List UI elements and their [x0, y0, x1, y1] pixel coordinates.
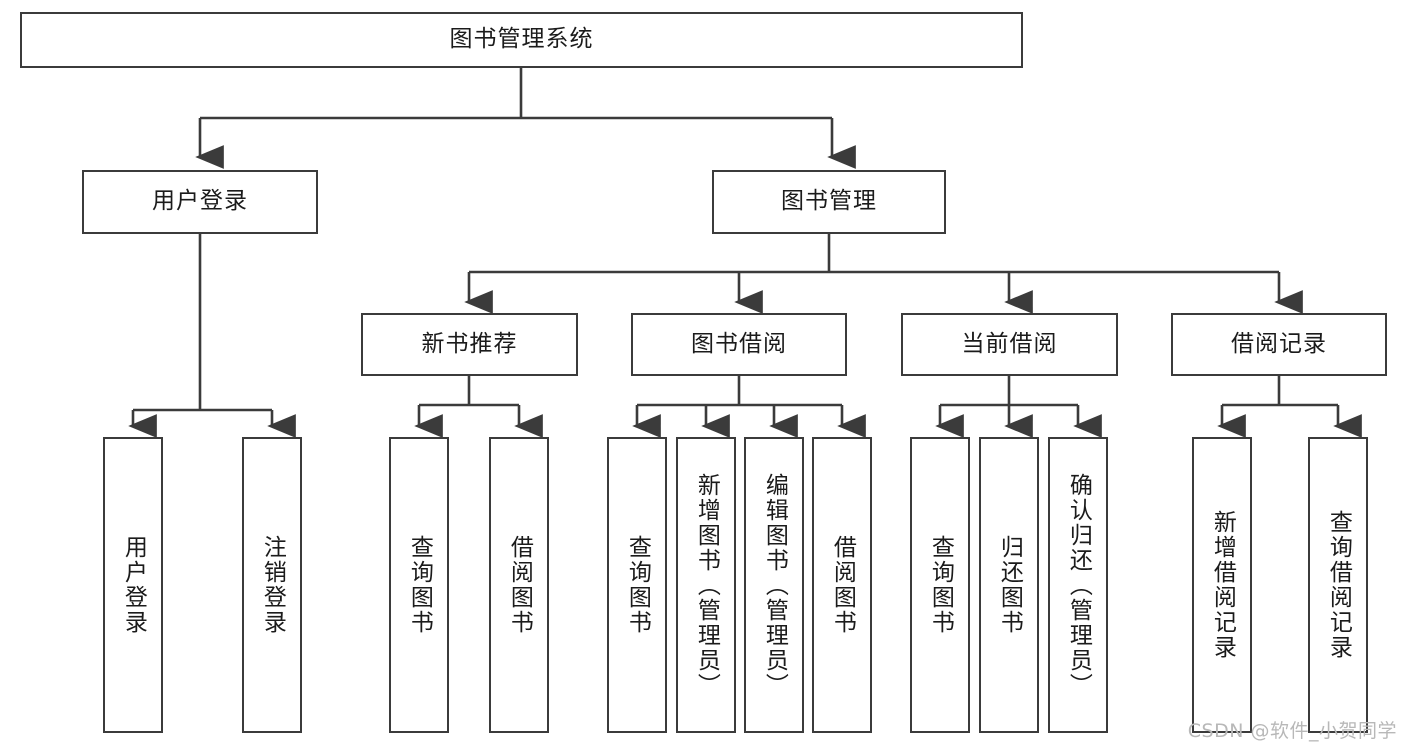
node-label: 查询借阅记录 — [1325, 510, 1352, 660]
leaf-book-borrow-edit-admin[interactable]: 编辑图书（管理员） — [744, 437, 804, 733]
node-root-book-management-system[interactable]: 图书管理系统 — [20, 12, 1023, 68]
node-label: 编辑图书（管理员） — [761, 472, 788, 698]
leaf-borrow-record-query[interactable]: 查询借阅记录 — [1308, 437, 1368, 733]
leaf-new-book-borrow[interactable]: 借阅图书 — [489, 437, 549, 733]
leaf-user-login-logout[interactable]: 注销登录 — [242, 437, 302, 733]
node-label: 归还图书 — [996, 535, 1023, 635]
leaf-current-borrow-confirm-return-admin[interactable]: 确认归还（管理员） — [1048, 437, 1108, 733]
node-new-book-recommend[interactable]: 新书推荐 — [361, 313, 578, 376]
watermark-text: CSDN @软件_小贺同学 — [1187, 720, 1397, 742]
node-label: 新增借阅记录 — [1209, 510, 1236, 660]
node-current-borrow[interactable]: 当前借阅 — [901, 313, 1118, 376]
leaf-current-borrow-query[interactable]: 查询图书 — [910, 437, 970, 733]
node-label: 借阅记录 — [1231, 330, 1327, 357]
node-label: 新书推荐 — [421, 330, 518, 357]
leaf-borrow-record-add[interactable]: 新增借阅记录 — [1192, 437, 1252, 733]
node-label: 借阅图书 — [506, 535, 533, 635]
leaf-book-borrow-add-admin[interactable]: 新增图书（管理员） — [676, 437, 736, 733]
node-label: 当前借阅 — [961, 330, 1058, 357]
leaf-book-borrow-query[interactable]: 查询图书 — [607, 437, 667, 733]
node-label: 借阅图书 — [829, 535, 856, 635]
leaf-user-login-login[interactable]: 用户登录 — [103, 437, 163, 733]
node-label: 确认归还（管理员） — [1065, 472, 1092, 698]
node-user-login[interactable]: 用户登录 — [82, 170, 318, 234]
leaf-book-borrow-borrow[interactable]: 借阅图书 — [812, 437, 872, 733]
node-borrow-record[interactable]: 借阅记录 — [1171, 313, 1387, 376]
leaf-current-borrow-return[interactable]: 归还图书 — [979, 437, 1039, 733]
node-label: 用户登录 — [152, 188, 248, 215]
node-label: 图书借阅 — [691, 330, 787, 357]
node-label: 图书管理系统 — [449, 26, 594, 53]
node-label: 用户登录 — [120, 535, 147, 635]
node-label: 查询图书 — [927, 535, 954, 635]
node-label: 注销登录 — [259, 535, 286, 635]
node-book-management[interactable]: 图书管理 — [712, 170, 946, 234]
node-book-borrow[interactable]: 图书借阅 — [631, 313, 847, 376]
node-label: 查询图书 — [624, 535, 651, 635]
node-label: 新增图书（管理员） — [693, 472, 720, 698]
leaf-new-book-query[interactable]: 查询图书 — [389, 437, 449, 733]
node-label: 查询图书 — [406, 535, 433, 635]
node-label: 图书管理 — [781, 188, 877, 215]
